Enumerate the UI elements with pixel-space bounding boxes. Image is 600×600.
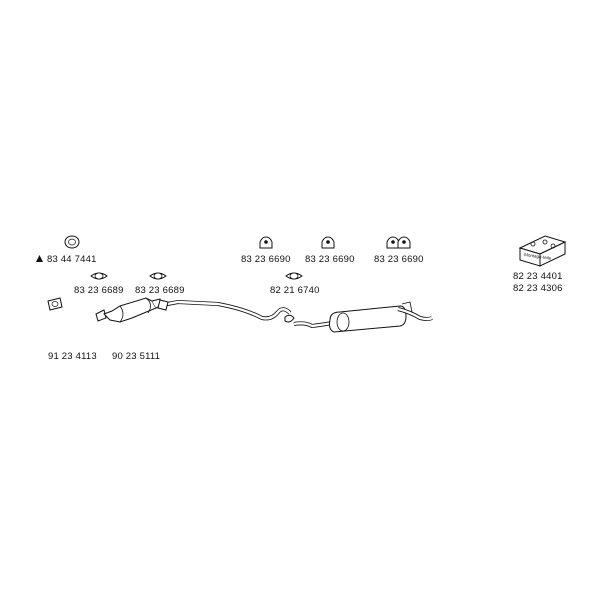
catalyst-icon <box>103 297 161 323</box>
gasket-right-icon <box>149 272 167 280</box>
gasket-left-icon <box>90 272 108 280</box>
part-label-kit-2: 82 23 4306 <box>513 283 563 294</box>
mounting-kit-box-icon: Montage-teile <box>518 235 567 267</box>
part-label-hanger-1: 83 23 6690 <box>241 254 291 265</box>
hanger-2-icon <box>321 236 335 249</box>
part-label-catalyst: 90 23 5111 <box>112 351 161 362</box>
intermediate-pipe-icon <box>157 299 295 323</box>
part-label-gasket-left: 83 23 6689 <box>74 285 124 296</box>
rear-silencer-icon <box>293 301 433 333</box>
part-label-front-pipe: 91 23 4113 <box>48 351 97 362</box>
part-label-gasket-center: 82 21 6740 <box>270 285 320 296</box>
triangle-icon <box>36 255 43 262</box>
hanger-1-icon <box>259 236 273 249</box>
hanger-3-icon <box>386 236 411 249</box>
front-pipe-icon <box>47 297 107 322</box>
part-label-hanger-2: 83 23 6690 <box>305 254 355 265</box>
part-label-kit-1: 82 23 4401 <box>513 271 563 282</box>
sealing-ring-icon <box>64 235 80 249</box>
gasket-center-icon <box>285 272 303 280</box>
part-label-ring: 83 44 7441 <box>47 254 97 265</box>
kit-box-label: Montage-teile <box>524 252 552 261</box>
part-label-hanger-3: 83 23 6690 <box>374 254 424 265</box>
part-label-gasket-right: 83 23 6689 <box>135 285 185 296</box>
